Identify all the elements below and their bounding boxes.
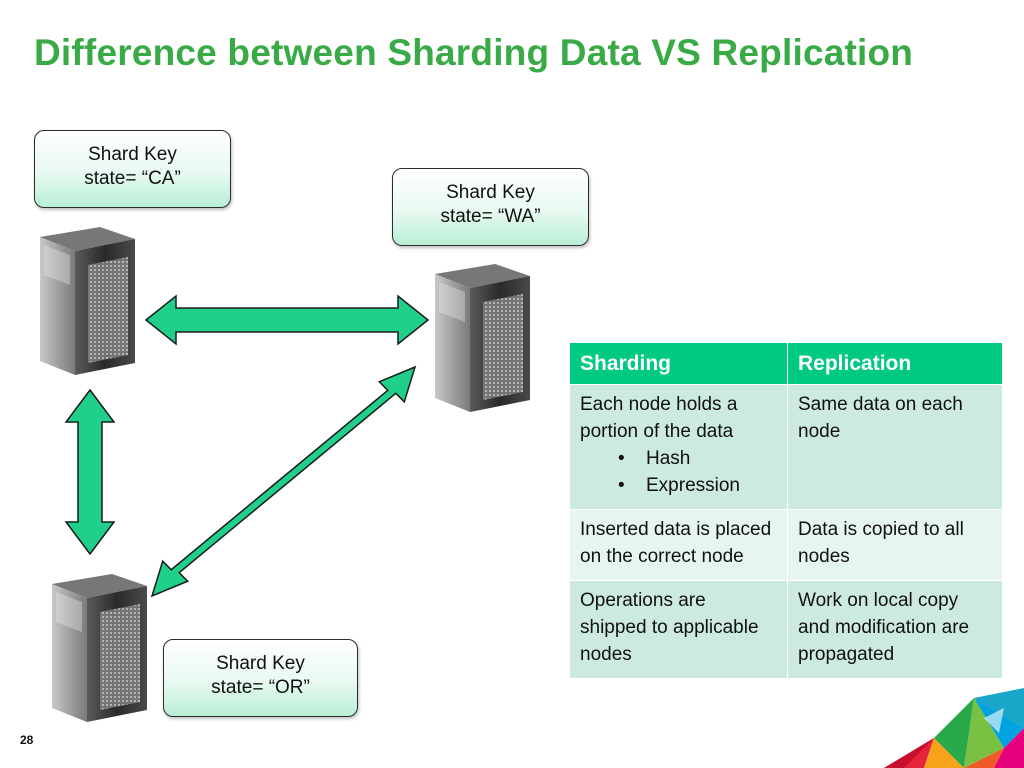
header-replication: Replication [787, 342, 1003, 385]
bullet-item: Hash [580, 445, 777, 472]
table-row: Inserted data is placed on the correct n… [569, 509, 1003, 581]
table-row: Operations are shipped to applicable nod… [569, 580, 1003, 679]
shard-key-value: state= “CA” [84, 168, 181, 189]
comparison-table: Sharding Replication Each node holds a p… [569, 342, 1003, 679]
sharding-cell: Operations are shipped to applicable nod… [569, 580, 788, 679]
arrow-wa-or [150, 365, 417, 598]
replication-cell: Work on local copy and modification are … [787, 580, 1003, 679]
bullet-list: Hash Expression [580, 445, 777, 499]
shard-key-box-ca: Shard Key state= “CA” [34, 130, 231, 208]
table-header-row: Sharding Replication [569, 342, 1003, 385]
table-row: Each node holds a portion of the data Ha… [569, 384, 1003, 510]
header-sharding: Sharding [569, 342, 788, 385]
shard-key-label: Shard Key [446, 182, 535, 203]
server-or-icon [52, 574, 147, 722]
replication-cell: Data is copied to all nodes [787, 509, 1003, 581]
page-number: 28 [20, 733, 34, 747]
shard-key-value: state= “WA” [440, 206, 541, 227]
arrow-ca-or [64, 388, 116, 556]
replication-cell: Same data on each node [787, 384, 1003, 510]
shard-key-value: state= “OR” [211, 677, 310, 698]
server-wa-icon [435, 264, 530, 412]
shard-key-label: Shard Key [88, 144, 177, 165]
shard-key-box-wa: Shard Key state= “WA” [392, 168, 589, 246]
sharding-text: Each node holds a portion of the data [580, 394, 738, 442]
bullet-item: Expression [580, 472, 777, 499]
sharding-cell: Inserted data is placed on the correct n… [569, 509, 788, 581]
shard-key-box-or: Shard Key state= “OR” [163, 639, 358, 717]
shard-key-label: Shard Key [216, 653, 305, 674]
corner-logo-icon [884, 688, 1024, 768]
sharding-cell: Each node holds a portion of the data Ha… [569, 384, 788, 510]
server-ca-icon [40, 227, 135, 375]
arrow-ca-wa [144, 294, 430, 346]
page-title: Difference between Sharding Data VS Repl… [34, 32, 914, 73]
